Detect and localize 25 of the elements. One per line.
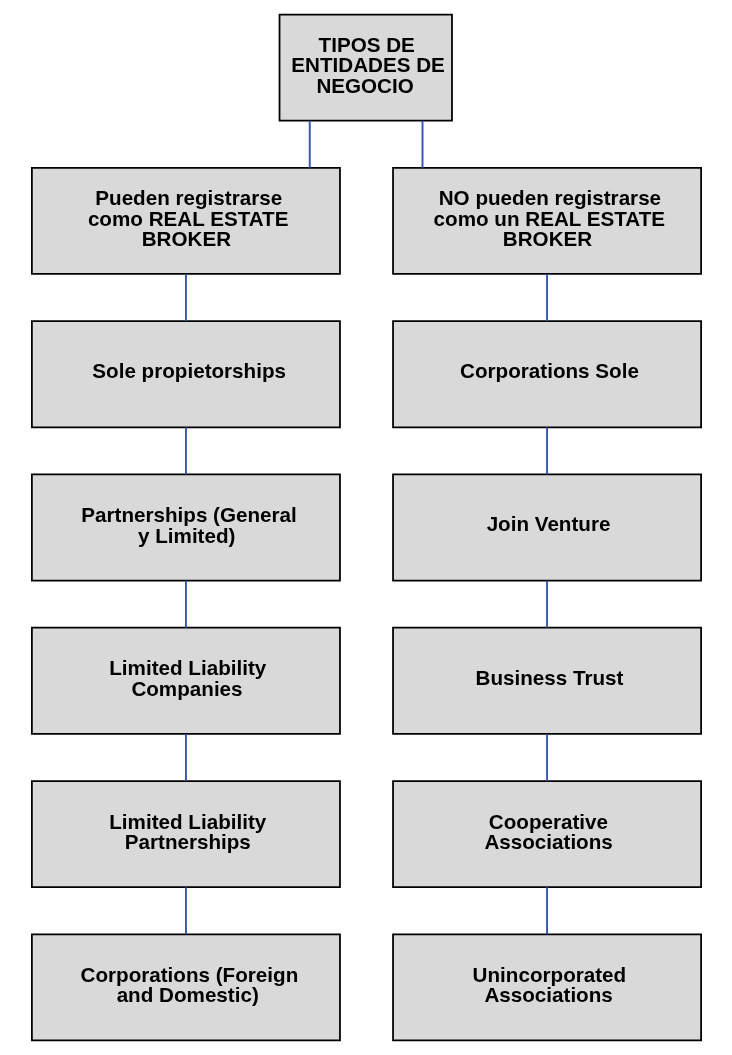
node-box: Unincorporated Associations <box>391 933 702 1042</box>
connector <box>421 119 423 169</box>
connector <box>308 119 311 169</box>
connector <box>545 426 548 476</box>
node-box: Corporations (Foreign and Domestic) <box>30 933 341 1042</box>
node-box: Corporations Sole <box>391 320 702 429</box>
node-box: Limited Liability Partnerships <box>30 780 341 889</box>
connector <box>545 579 548 629</box>
node-box: Cooperative Associations <box>391 780 702 889</box>
node-box: Sole propietorships <box>30 320 341 429</box>
node-box: Pueden registrarse como REAL ESTATE BROKER <box>30 166 341 275</box>
connector <box>184 579 187 629</box>
node-box: Partnerships (General y Limited) <box>30 473 341 582</box>
node-box: Limited Liability Companies <box>30 626 341 735</box>
connector <box>184 273 187 323</box>
node-box: Business Trust <box>391 626 702 735</box>
connector <box>184 733 187 782</box>
node-box: Join Venture <box>391 473 702 582</box>
node-box: TIPOS DE ENTIDADES DE NEGOCIO <box>278 13 453 122</box>
connector <box>184 886 187 936</box>
connector <box>184 426 187 476</box>
connector <box>545 273 548 323</box>
connector <box>545 886 548 936</box>
node-box: NO pueden registrarse como un REAL ESTATE BROKER <box>391 166 702 275</box>
connector <box>545 733 548 782</box>
